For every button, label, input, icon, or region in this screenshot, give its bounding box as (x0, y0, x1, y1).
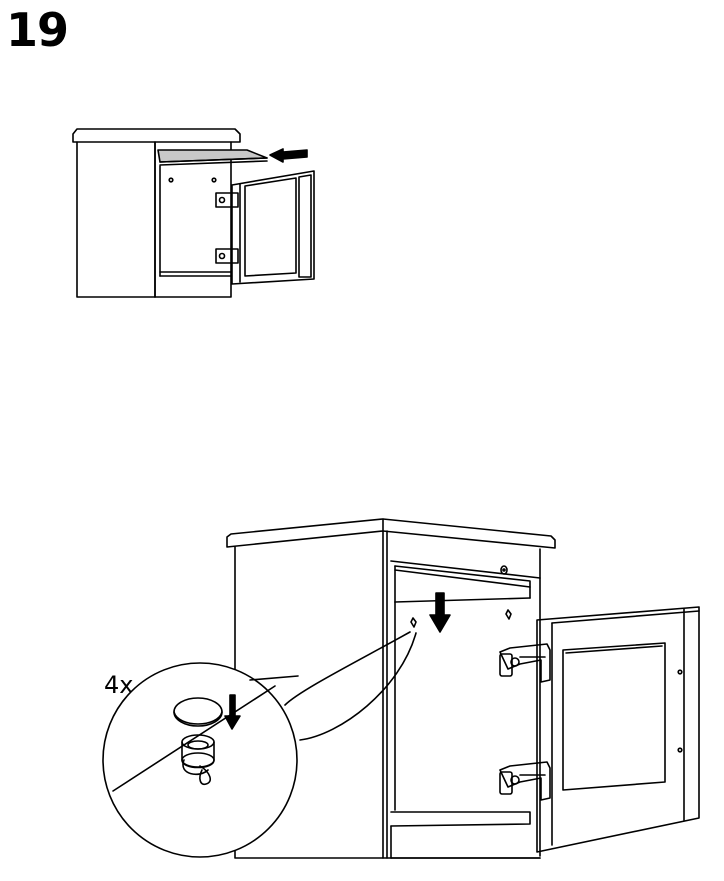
main-door (537, 607, 699, 852)
overview-arrow (270, 149, 307, 162)
main-down-arrow (430, 593, 450, 632)
main-shelf-pins (411, 610, 511, 627)
detail-pin-hole (174, 698, 222, 726)
overview-shelf (158, 150, 267, 165)
main-hinges (500, 644, 550, 800)
detail-callout (103, 632, 416, 857)
